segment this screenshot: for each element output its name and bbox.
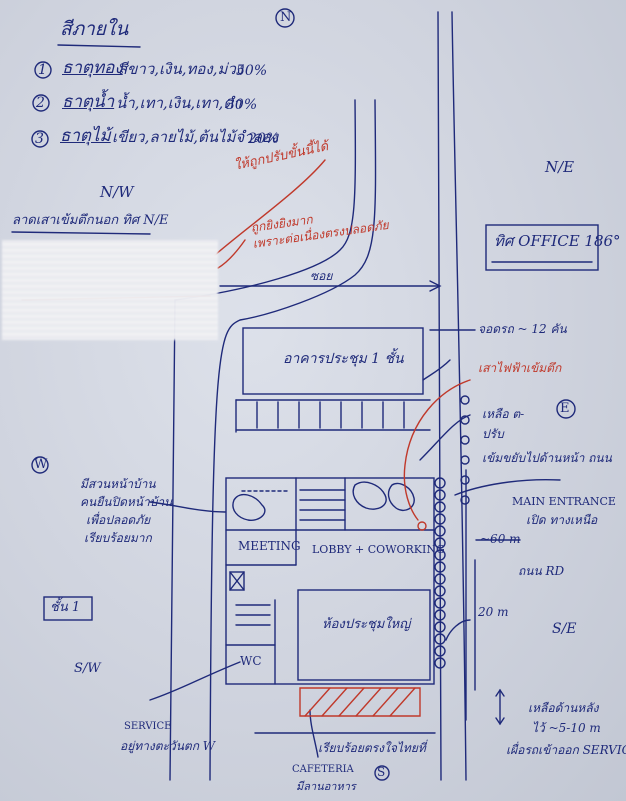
soi-label: ซอย xyxy=(310,269,333,283)
garden-note-2: คนยืนปิดหน้าบ้าน xyxy=(80,495,173,509)
cafeteria-label: CAFETERIA xyxy=(292,764,354,775)
legend-title: สีภายใน xyxy=(60,18,129,40)
legend-num-2: 2 xyxy=(36,95,45,111)
parking-label: จอดรถ ~ 12 คัน xyxy=(478,322,567,336)
fengshui-note: เรียบร้อยตรงใจไทยที่ xyxy=(318,741,426,755)
meeting-room-label: MEETING xyxy=(238,539,301,553)
redacted-block xyxy=(2,240,218,340)
legend-detail-3: เขียว,ลายไม้,ต้นไม้จำลอง xyxy=(112,128,279,146)
lobby-label: LOBBY + COWORKING xyxy=(312,543,445,556)
access-road-inner xyxy=(209,99,377,781)
legend-pct-2: 30% xyxy=(226,97,258,113)
garden-note-1: มีสวนหน้าบ้าน xyxy=(80,477,156,491)
legend-detail-2: น้ำ,เทา,เงิน,เทา,ดำ xyxy=(116,94,242,112)
legend-num-3: 3 xyxy=(35,131,44,147)
cafeteria-note: มีลานอาหาร xyxy=(296,780,356,793)
wc-label: WC xyxy=(240,654,262,668)
dim-20m: 20 m xyxy=(478,605,509,619)
compass-nw: N/W xyxy=(100,183,134,201)
north-circle xyxy=(275,8,295,28)
se-note-3: เผื่อรถเข้าออก SERVICE xyxy=(506,743,626,757)
se-note-1: เหลือด้านหลัง xyxy=(528,701,599,715)
compass-se: S/E xyxy=(552,621,577,637)
east-note-3: เข้มขยับไปด้านหน้า ถนน xyxy=(482,451,612,465)
meeting-building-outline xyxy=(242,327,424,395)
legend-name-2: ธาตุน้ำ xyxy=(62,92,115,112)
legend-pct-1: 50% xyxy=(236,63,268,79)
service-label: SERVICE xyxy=(124,721,172,732)
east-note-1: เหลือ ต- xyxy=(482,407,525,421)
compass-north: N xyxy=(280,10,292,25)
road-line-right xyxy=(451,11,467,781)
east-note-2: ปรับ xyxy=(482,427,504,441)
office-direction-label: ทิศ OFFICE 186° xyxy=(494,232,621,250)
legend-name-1: ธาตุทอง xyxy=(62,58,123,78)
legend-pct-3: 20% xyxy=(248,131,280,147)
meeting-building-label: อาคารประชุม 1 ชั้น xyxy=(283,351,404,367)
se-note-2: ไว้ ~5-10 m xyxy=(532,721,601,735)
legend-name-3: ธาตุไม้ xyxy=(60,126,111,146)
garden-note-4: เรียบร้อยมาก xyxy=(84,531,152,545)
legend-num-1: 1 xyxy=(38,62,47,78)
compass-east: E xyxy=(560,401,570,416)
legend-detail-1: สีขาว,เงิน,ทอง,ม่วง xyxy=(118,60,244,78)
hall-label: ห้องประชุมใหญ่ xyxy=(322,617,411,632)
cafeteria-hatch xyxy=(299,687,421,717)
red-pillar-note: เสาไฟฟ้าเข้มตึก xyxy=(478,361,562,375)
nw-heading: ลาดเสาเข้มตึกนอก ทิศ N/E xyxy=(12,213,169,228)
floor-label: ชั้น 1 xyxy=(50,600,81,615)
main-entrance-sub: เปิด ทางเหนือ xyxy=(526,513,598,527)
access-road-outer xyxy=(169,99,357,781)
compass-ne: N/E xyxy=(545,158,575,176)
service-note: อยู่ทางตะวันตก W xyxy=(120,739,216,753)
dim-60m: ~60 m xyxy=(480,532,521,546)
main-building-outline xyxy=(225,477,435,685)
compass-west: W xyxy=(34,457,48,472)
road-rd-label: ถนน RD xyxy=(518,564,565,578)
main-entrance-label: MAIN ENTRANCE xyxy=(512,495,616,508)
garden-note-3: เพื่อปลอดภัย xyxy=(86,513,151,527)
pillar-row xyxy=(434,395,470,669)
compass-south: S xyxy=(377,765,386,779)
compass-sw: S/W xyxy=(74,661,101,676)
